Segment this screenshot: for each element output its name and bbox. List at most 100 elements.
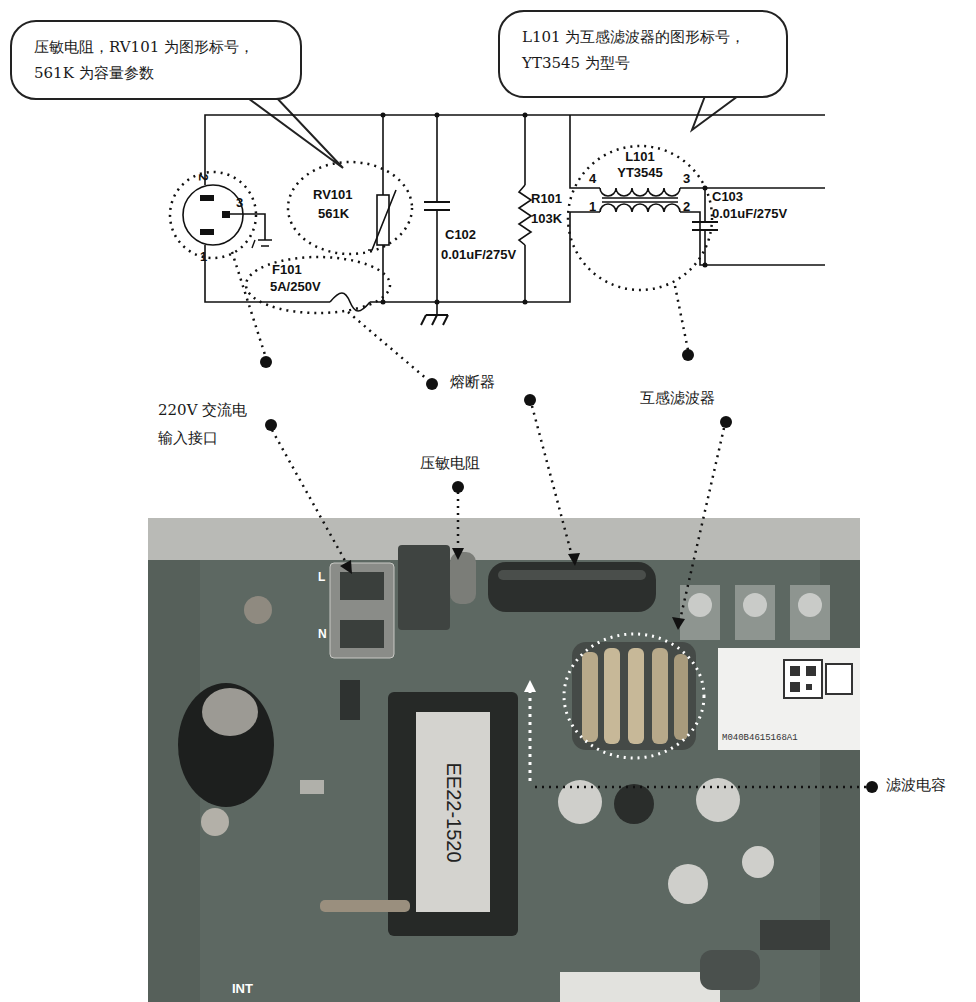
pcb-photo [582,652,598,742]
capacitor-symbol [424,209,450,211]
capacitor-symbol [424,201,450,203]
pcb-photo [790,585,830,640]
pcb-photo [340,680,360,720]
callout-tail [692,96,738,130]
pcb-photo [388,692,518,936]
leader-arrowheads [340,560,352,574]
fuse-symbol [330,293,370,311]
text-label: 3 [683,172,690,187]
schematic-wires [524,245,526,302]
leader-dots [260,356,272,368]
pcb-photo [529,690,532,785]
pcb-photo [148,518,860,1002]
text-label: 压敏电阻 [420,455,480,472]
pcb-photo [798,593,822,617]
schematic-wires [205,115,825,185]
pcb-photo [148,518,860,1002]
text-label: N [318,628,327,642]
leader-arrowheads [672,617,685,630]
pcb-photo [572,642,696,750]
text-label: L101 [625,150,655,165]
leader-lines [272,430,348,566]
text-label: 1 [589,200,596,215]
pcb-photo [668,864,708,904]
pcb-photo [696,778,740,822]
ac-socket-symbol [200,195,214,201]
schematic-wires [205,115,825,315]
text-label: 2 [195,174,210,181]
leader-dots [265,419,277,431]
schematic-wires [704,230,706,265]
ac-socket-symbol [170,172,256,258]
schematic-wires [680,187,825,189]
schematic-wires [524,115,526,185]
pcb-photo [178,683,274,807]
leader-lines [232,252,866,787]
leader-lines [457,492,460,550]
text-label: R101 [531,192,562,207]
pcb-photo [340,620,384,648]
leader-arrowheads [568,553,580,566]
leader-dots [720,416,732,428]
pcb-photo [806,666,816,676]
fuse-symbol [246,257,390,313]
ac-socket-symbol [183,185,243,245]
pcb-photo [604,648,620,744]
schematic-wires [436,115,438,202]
pcb-photo [826,664,852,694]
callout-text: 压敏电阻，RV101 为图形标号，561K 为容量参数 [34,34,278,86]
text-label: YT3545 [617,166,663,181]
common-mode-choke-symbol [568,146,712,290]
varistor-symbol [288,162,412,254]
text-label: L [318,571,325,585]
pcb-photo [760,920,830,950]
callout-text: L101 为互感滤波器的图形标号，YT3545 为型号 [522,24,764,76]
pcb-photo [628,648,644,744]
common-mode-choke-symbol [600,188,680,196]
text-label: 4 [589,172,596,187]
capacitor-symbol [421,315,426,325]
pcb-photo [735,585,775,640]
pcb-photo [148,560,860,1002]
text-label: 2 [683,200,690,215]
schematic-wires [570,115,600,188]
pcb-photo [320,900,410,912]
text-label: C103 [712,190,743,205]
pcb-photo [330,563,394,658]
junction-dots [523,300,528,305]
pcb-photo [488,562,656,612]
pcb-photo [564,634,704,758]
varistor-symbol [377,195,389,245]
text-label: 3 [236,196,243,211]
capacitor-symbol [692,222,718,230]
junction-dots [523,113,528,118]
varistor-symbol [368,190,396,250]
pcb-photo [790,682,800,692]
text-label: 0.01uF/275V [441,248,516,263]
pcb-photo [244,596,272,624]
leader-lines [675,286,688,350]
pcb-photo [790,666,800,676]
text-label: F101 [272,263,302,278]
text-label: 熔断器 [450,374,495,391]
leader-lines [348,312,428,380]
pcb-photo [300,780,324,794]
text-label: M040B4615168A1 [722,733,798,743]
pcb-photo [674,654,688,740]
pcb-photo [700,950,760,990]
pcb-photo [416,712,490,912]
pcb-photo [340,572,384,600]
leader-dots [682,349,694,361]
junction-dots [435,300,440,305]
leader-arrowheads [452,548,464,560]
callout-bubble: L101 为互感滤波器的图形标号，YT3545 为型号 [498,10,788,98]
pcb-photo [560,972,720,1002]
leader-lines [532,406,572,556]
text-label: 1 [200,250,207,265]
pcb-photo [652,648,668,744]
text-label: RV101 [313,188,353,203]
leader-dots [524,394,536,406]
leader-lines [232,252,266,358]
fuse-symbol [246,257,390,313]
